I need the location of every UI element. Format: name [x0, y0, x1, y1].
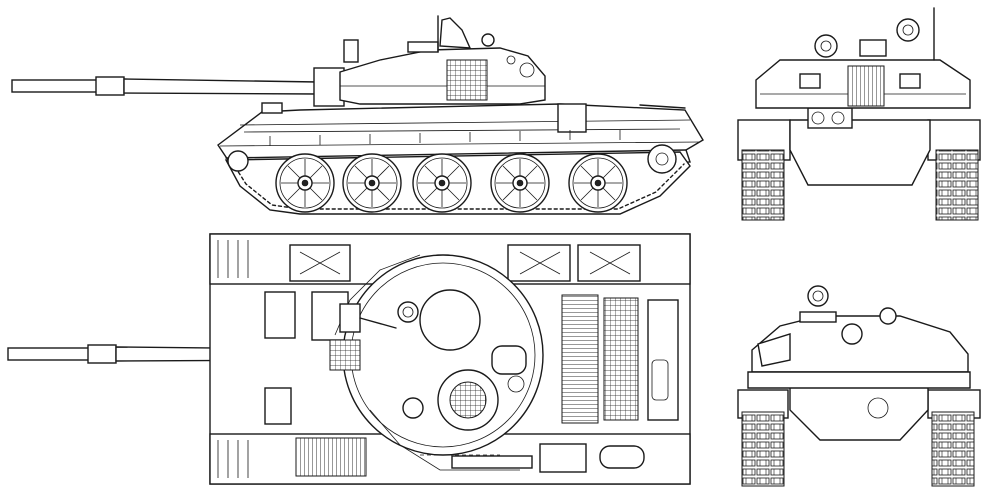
gun-barrel-side — [11, 67, 345, 107]
turret-side — [339, 15, 546, 105]
rear-view — [737, 285, 981, 487]
road-wheel-4 — [490, 153, 550, 213]
road-wheel-2 — [342, 153, 402, 213]
turret-top — [329, 254, 544, 471]
engine-deck — [561, 294, 679, 424]
front-view — [737, 7, 981, 221]
road-wheel-3 — [412, 153, 472, 213]
road-wheel-1 — [275, 153, 335, 213]
side-view — [11, 15, 704, 215]
road-wheel-5 — [568, 153, 628, 213]
top-view — [7, 233, 691, 485]
